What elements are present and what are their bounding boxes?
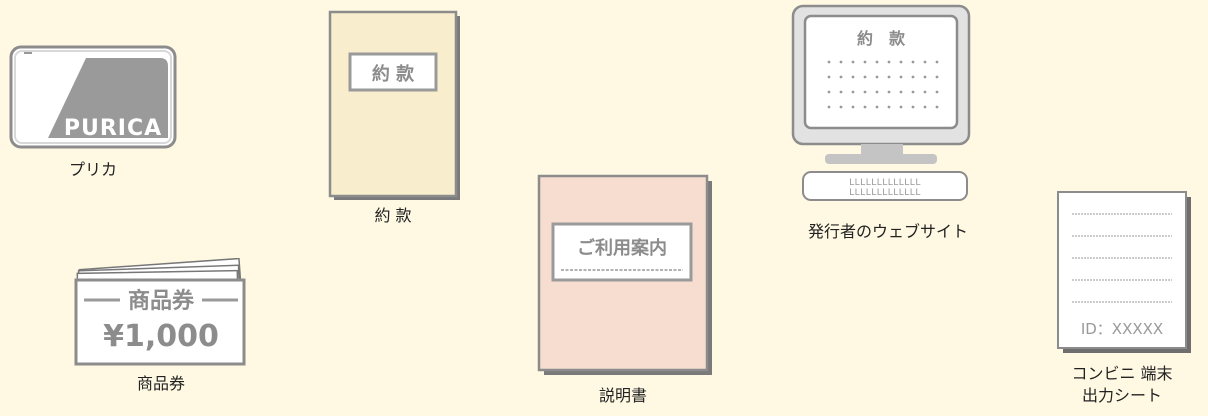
receipt-id-text: ID：XXXXX	[1081, 320, 1163, 338]
card-brand-text: PURICA	[64, 116, 162, 141]
manual-label-text: ご利用案内	[577, 237, 667, 259]
terms-label-text: 約 款	[372, 63, 415, 85]
prepaid-card-icon: PURICA	[9, 45, 177, 149]
voucher-amount-text: ¥1,000	[103, 319, 219, 354]
computer-monitor-icon: 約 款 LLLLLLLLLLLLL LLLLLLLLLLLLL	[791, 4, 971, 201]
prepaid-card-caption: プリカ	[68, 160, 117, 179]
terms-caption: 約 款	[374, 206, 412, 225]
manual-document-icon: ご利用案内	[537, 174, 712, 375]
keyboard-keys: LLLLLLLLLLLLL	[849, 178, 921, 188]
gift-voucher-icon: 商品券 ¥1,000	[74, 258, 246, 366]
gift-voucher-item: 商品券 ¥1,000 商品券	[68, 258, 258, 398]
terms-document-item: 約 款 約 款	[328, 10, 468, 226]
voucher-header-text: 商品券	[128, 288, 195, 314]
keyboard-keys-row2: LLLLLLLLLLLLL	[849, 188, 921, 198]
receipt-item: ID：XXXXX コンビニ 端末 出力シート	[1052, 190, 1202, 414]
receipt-sheet-icon: ID：XXXXX	[1057, 191, 1191, 353]
website-screen-title: 約 款	[857, 29, 906, 48]
receipt-caption-line2: 出力シート	[1081, 386, 1162, 405]
prepaid-card-item: PURICA プリカ	[8, 44, 178, 190]
receipt-caption-line1: コンビニ 端末	[1071, 364, 1173, 383]
manual-document-item: ご利用案内 説明書	[537, 174, 717, 410]
website-item: 約 款 LLLLLLLLLLLLL LLLLLLLLLLLLL 発行者のウェブサ…	[785, 4, 995, 241]
website-caption: 発行者のウェブサイト	[807, 222, 968, 241]
manual-caption: 説明書	[598, 386, 647, 405]
gift-voucher-caption: 商品券	[136, 374, 185, 393]
terms-document-icon: 約 款	[328, 10, 460, 200]
